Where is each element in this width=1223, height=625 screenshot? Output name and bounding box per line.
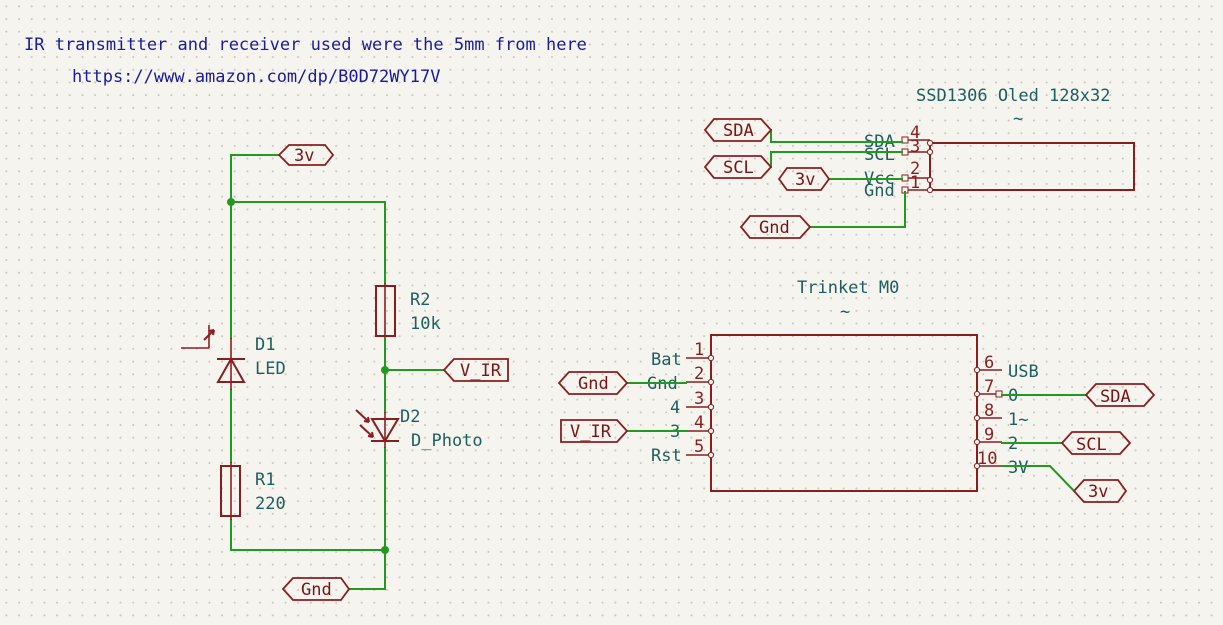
trinket-pin-bat-name: Bat xyxy=(651,350,682,370)
trinket-pin-3v-name: 3V xyxy=(1008,458,1028,478)
net-label-gnd-trinket[interactable]: Gnd xyxy=(557,371,629,395)
d1-value: LED xyxy=(255,359,286,379)
trinket-pin-4-name: 4 xyxy=(670,398,680,418)
wire-trinket-3v xyxy=(1001,465,1076,493)
wire-oled-gnd xyxy=(809,191,906,228)
net-label-scl-oled[interactable]: SCL xyxy=(703,155,773,179)
left-circuit-wires xyxy=(230,154,445,590)
trinket-name: Trinket M0 xyxy=(797,278,899,298)
led-emission-arrow xyxy=(203,329,215,341)
net-label-gnd-bottom-text: Gnd xyxy=(301,580,332,600)
trinket-pin-3-num: 3 xyxy=(694,389,704,409)
photodiode-arrow-2 xyxy=(359,424,374,438)
trinket-pin-1-name: 1~ xyxy=(1008,410,1028,430)
net-label-scl-trinket[interactable]: SCL xyxy=(1060,431,1132,455)
trinket-pin-4-num: 4 xyxy=(694,413,704,433)
net-label-sda-oled-text: SDA xyxy=(723,121,754,141)
oled-pin-4-num: 4 xyxy=(910,123,920,143)
trinket-pin-1-num: 1 xyxy=(694,340,704,360)
net-label-sda-trinket[interactable]: SDA xyxy=(1084,383,1156,407)
net-label-gnd-trinket-text: Gnd xyxy=(578,374,609,394)
trinket-pin-6-num: 6 xyxy=(984,353,994,373)
net-label-v-ir-right-text: V_IR xyxy=(460,361,502,381)
trinket-pin-8-num: 8 xyxy=(984,401,994,421)
wire-oled-sda xyxy=(770,129,903,143)
oled-wires xyxy=(770,129,906,228)
net-label-scl-trinket-text: SCL xyxy=(1076,435,1107,455)
oled-pin-gnd-name: Gnd xyxy=(864,181,895,201)
net-label-3v-top[interactable]: 3v xyxy=(277,144,335,166)
oled-module-symbol[interactable] xyxy=(901,136,1135,194)
net-label-3v-oled[interactable]: 3v xyxy=(777,167,831,191)
trinket-pin-rst-name: Rst xyxy=(651,446,682,466)
trinket-module-symbol[interactable] xyxy=(686,334,1003,492)
trinket-pin-10-num: 10 xyxy=(977,449,997,469)
net-label-gnd-bottom[interactable]: Gnd xyxy=(281,577,351,601)
oled-pin-3-num: 3 xyxy=(910,137,920,157)
d2-ref: D2 xyxy=(400,407,420,427)
wire-3v-to-r2 xyxy=(230,201,386,284)
trinket-pin-7-num: 7 xyxy=(984,377,994,397)
trinket-pin-9-num: 9 xyxy=(984,425,994,445)
net-label-3v-trinket[interactable]: 3v xyxy=(1072,479,1128,503)
net-label-gnd-oled[interactable]: Gnd xyxy=(739,215,812,239)
resistor-r2-symbol[interactable] xyxy=(375,283,396,337)
net-label-3v-top-text: 3v xyxy=(294,146,314,166)
junction-v-ir xyxy=(381,366,389,374)
r1-value: 220 xyxy=(255,494,286,514)
led-d1-symbol[interactable] xyxy=(181,325,246,390)
r1-ref: R1 xyxy=(255,470,275,490)
resistor-r1-symbol[interactable] xyxy=(220,462,241,520)
d2-value: D_Photo xyxy=(411,431,483,451)
note-line-2-link[interactable]: https://www.amazon.com/dp/B0D72WY17V xyxy=(72,67,440,87)
net-label-scl-oled-text: SCL xyxy=(723,158,754,178)
net-label-sda-trinket-text: SDA xyxy=(1100,387,1131,407)
r2-ref: R2 xyxy=(410,290,430,310)
net-label-v-ir-right[interactable]: V_IR xyxy=(442,358,509,382)
oled-pin-scl-name: SCL xyxy=(864,145,895,165)
net-label-3v-trinket-text: 3v xyxy=(1088,482,1108,502)
oled-pin-1-num: 1 xyxy=(910,173,920,193)
net-label-v-ir-trinket-text: V_IR xyxy=(570,422,612,442)
note-line-1: IR transmitter and receiver used were th… xyxy=(24,35,587,55)
trinket-pin-5-num: 5 xyxy=(694,437,704,457)
r2-value: 10k xyxy=(410,314,441,334)
wire-oled-scl xyxy=(770,151,903,168)
net-label-sda-oled[interactable]: SDA xyxy=(703,118,773,142)
photodiode-d2-symbol[interactable] xyxy=(355,409,400,448)
junction-3v xyxy=(227,198,235,206)
d1-ref: D1 xyxy=(255,335,275,355)
wire-r1-to-gnd xyxy=(230,519,386,551)
trinket-value: ~ xyxy=(840,302,850,322)
oled-name: SSD1306 Oled 128x32 xyxy=(916,86,1110,106)
net-label-3v-oled-text: 3v xyxy=(795,170,815,190)
trinket-pin-usb-name: USB xyxy=(1008,362,1039,382)
trinket-pin-2-num: 2 xyxy=(694,364,704,384)
junction-gnd xyxy=(381,546,389,554)
wire-3v-to-d1 xyxy=(230,154,280,339)
photodiode-arrow-1 xyxy=(355,409,370,423)
net-label-v-ir-trinket[interactable]: V_IR xyxy=(560,419,629,443)
trinket-wires xyxy=(626,382,1087,493)
oled-value: ~ xyxy=(1013,109,1023,129)
net-label-gnd-oled-text: Gnd xyxy=(759,218,790,238)
oled-pin-2-num: 2 xyxy=(910,159,920,179)
wire-d2-to-gnd xyxy=(348,447,386,590)
